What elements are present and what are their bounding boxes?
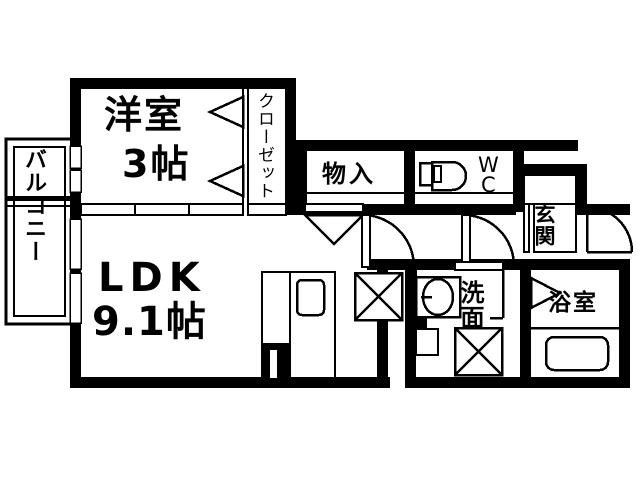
room-label-washroom: 洗面 [456,280,484,330]
ldk-swing-door-icon[interactable] [361,213,416,268]
closet-bottom-sill [247,203,287,216]
balcony-window-icon[interactable] [69,145,82,324]
washbasin-icon [414,275,462,319]
balcony-outline [4,137,74,326]
room-label-storage: 物入 [322,160,376,188]
bathtub-icon [531,326,619,372]
washing-machine-icon [453,326,504,377]
room-size-bedroom: 3帖 [122,142,191,186]
room-label-entrance: 玄関 [532,203,556,247]
room-label-bathroom: 浴室 [548,290,598,316]
room-label-closet: クローゼット [254,92,274,200]
entrance-step [523,174,577,253]
balcony-ledge [6,196,72,207]
room-label-ldk: LDK [98,255,206,301]
room-size-ldk: 9.1帖 [92,299,207,345]
closet-door-top-icon[interactable] [206,95,245,129]
bedroom-sliding-doors[interactable] [80,203,244,216]
room-label-balcony: バルコニー [21,148,46,263]
closet-door-bottom-icon[interactable] [206,164,245,198]
storage-door-icon[interactable] [301,203,367,246]
toilet-icon [418,160,468,192]
stove-icon [353,271,404,322]
hallway-corner-detail [415,328,439,356]
bathroom-door-icon[interactable] [526,272,563,314]
kitchen-counter-icon [261,271,336,379]
washroom-sliding-door-icon[interactable] [454,261,505,320]
room-label-bedroom: 洋室 [104,93,185,137]
room-label-toilet-c: C [481,173,496,197]
entrance-door-icon[interactable] [585,205,634,254]
room-label-toilet-w: W [478,153,499,177]
